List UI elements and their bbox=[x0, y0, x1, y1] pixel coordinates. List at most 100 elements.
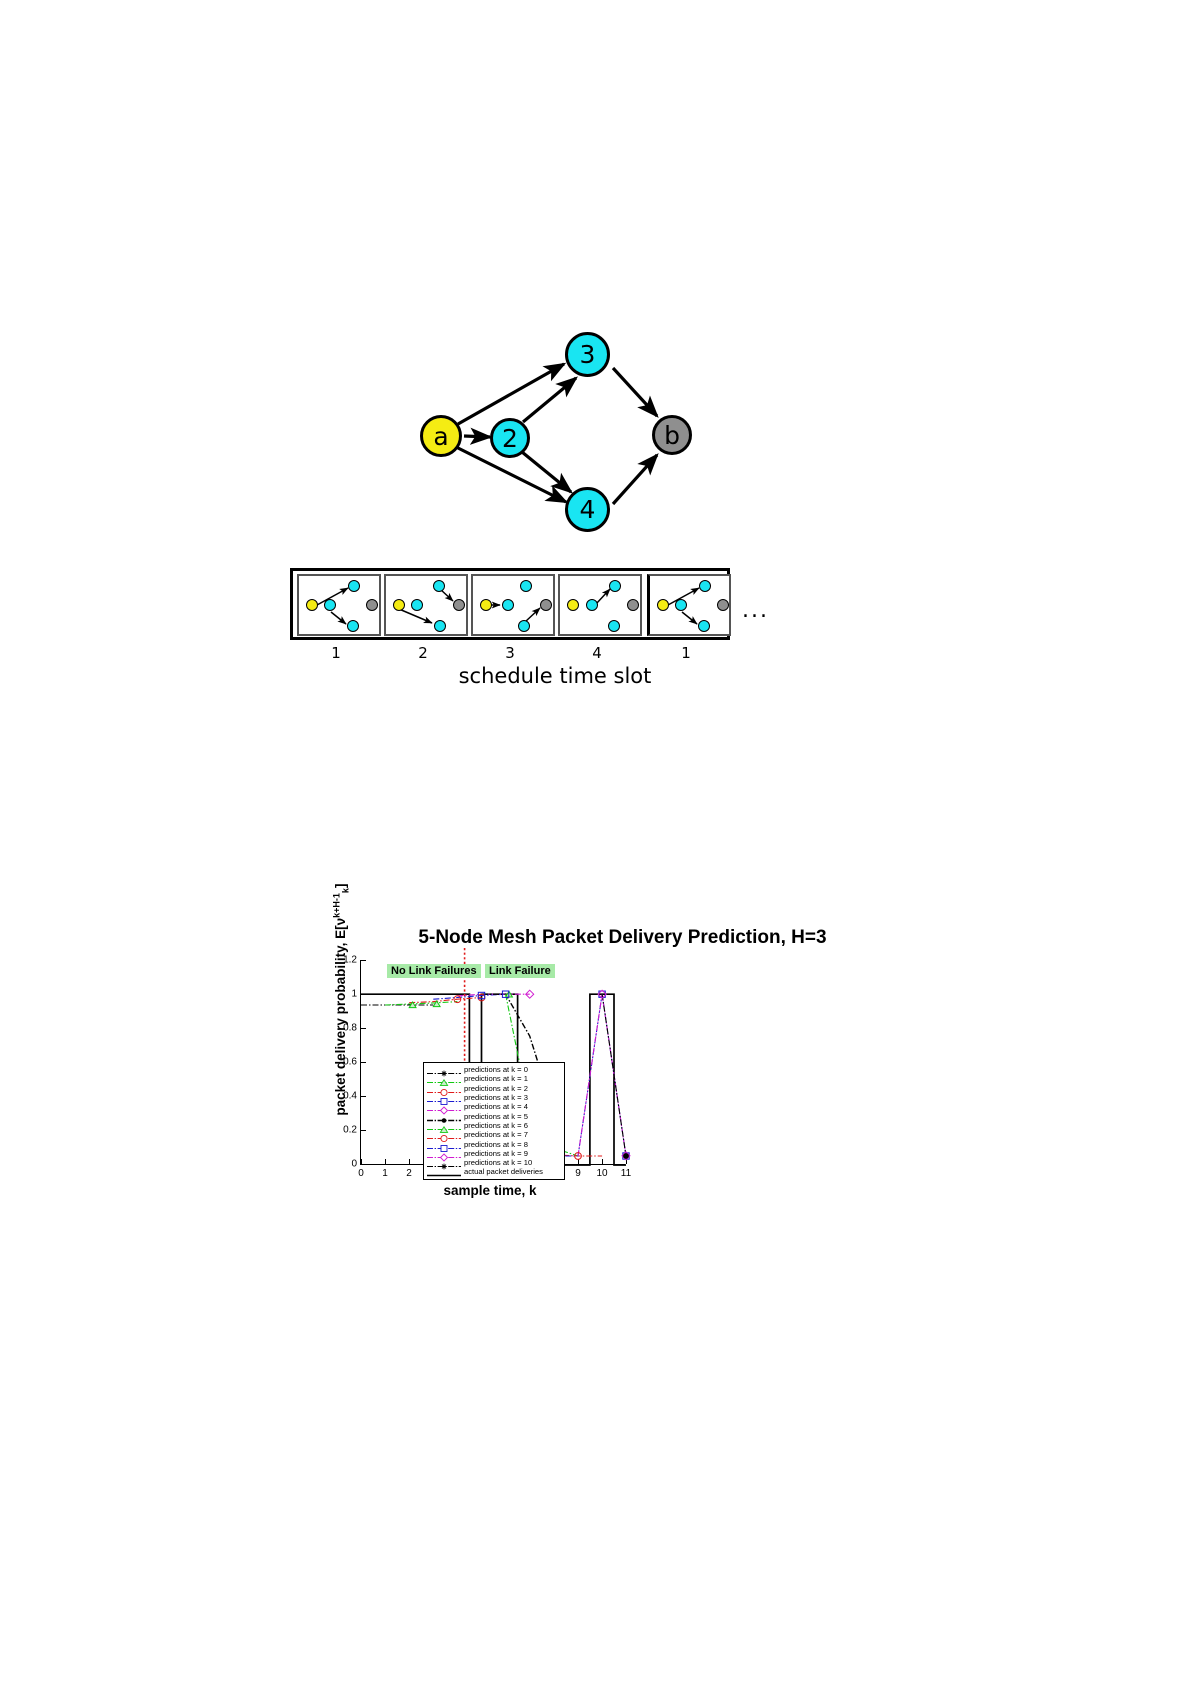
y-tick-label-0: 0 bbox=[351, 1158, 357, 1170]
slot-number-4: 4 bbox=[592, 644, 602, 662]
y-tick-label-1: 1 bbox=[351, 988, 357, 1000]
legend-item-actual-deliveries[interactable]: actual packet deliveries bbox=[426, 1167, 562, 1177]
x-tickmark bbox=[409, 1159, 411, 1164]
x-tickmark bbox=[578, 1159, 580, 1164]
slot-node-b bbox=[717, 599, 729, 611]
network-node-a[interactable]: a bbox=[420, 415, 462, 457]
slot-node-a bbox=[306, 599, 318, 611]
annotation-link-failure: Link Failure bbox=[485, 964, 555, 978]
legend-marker-triangle-green bbox=[426, 1121, 462, 1133]
schedule-slot-1[interactable] bbox=[297, 574, 381, 636]
slot-node-3 bbox=[433, 580, 445, 592]
node-label: b bbox=[664, 420, 680, 450]
slot-node-4 bbox=[434, 620, 446, 632]
chart-legend[interactable]: predictions at k = 0 predictions at k = … bbox=[423, 1062, 565, 1180]
y-tickmark bbox=[361, 1164, 366, 1166]
network-edges bbox=[455, 362, 659, 506]
legend-item-k4[interactable]: predictions at k = 4 bbox=[426, 1102, 562, 1115]
slot-node-a bbox=[567, 599, 579, 611]
series-predictions-k9 bbox=[577, 994, 627, 1157]
legend-label: predictions at k = 6 bbox=[464, 1120, 528, 1130]
slot-node-2 bbox=[586, 599, 598, 611]
legend-marker-star-black bbox=[426, 1065, 462, 1077]
legend-label: predictions at k = 9 bbox=[464, 1148, 528, 1158]
slot-node-4 bbox=[698, 620, 710, 632]
slot-node-3 bbox=[520, 580, 532, 592]
slot-node-3 bbox=[609, 580, 621, 592]
legend-label: predictions at k = 5 bbox=[464, 1111, 528, 1121]
network-node-2[interactable]: 2 bbox=[490, 418, 530, 458]
slot-node-b bbox=[453, 599, 465, 611]
legend-item-k7[interactable]: predictions at k = 7 bbox=[426, 1130, 562, 1143]
ylabel-sup: k+H-1 bbox=[331, 893, 342, 918]
legend-item-k0[interactable]: predictions at k = 0 bbox=[426, 1065, 562, 1077]
slot-node-a bbox=[393, 599, 405, 611]
legend-label: predictions at k = 4 bbox=[464, 1102, 528, 1112]
legend-marker-triangle-green bbox=[426, 1074, 462, 1087]
y-tickmark bbox=[361, 1130, 366, 1132]
legend-label: predictions at k = 1 bbox=[464, 1074, 528, 1084]
x-tick-label-0: 0 bbox=[358, 1168, 364, 1179]
slot-arrows bbox=[667, 587, 700, 625]
network-node-b[interactable]: b bbox=[652, 415, 692, 455]
node-label: 2 bbox=[502, 423, 518, 453]
x-tick-label-11: 11 bbox=[620, 1168, 632, 1179]
legend-item-k1[interactable]: predictions at k = 1 bbox=[426, 1074, 562, 1087]
series-predictions-k10 bbox=[601, 994, 627, 1157]
legend-label: predictions at k = 3 bbox=[464, 1093, 528, 1103]
legend-item-k8[interactable]: predictions at k = 8 bbox=[426, 1139, 562, 1152]
chart-title: 5-Node Mesh Packet Delivery Prediction, … bbox=[418, 927, 827, 948]
slot-node-a bbox=[657, 599, 669, 611]
legend-item-k2[interactable]: predictions at k = 2 bbox=[426, 1083, 562, 1096]
chart-plot-area: 0 0.2 0.4 0.6 0.8 1 1.2 0 1 2 3 4 5 6 7 … bbox=[343, 948, 631, 1180]
legend-marker-square-blue bbox=[426, 1140, 462, 1152]
legend-marker-circle-red bbox=[426, 1130, 462, 1143]
x-tick-label-9: 9 bbox=[575, 1168, 581, 1179]
legend-marker-circle-red bbox=[426, 1084, 462, 1096]
y-tick-label-0.4: 0.4 bbox=[343, 1090, 357, 1102]
slot-number-3: 3 bbox=[505, 644, 515, 662]
slot-node-4 bbox=[347, 620, 359, 632]
network-node-4[interactable]: 4 bbox=[565, 487, 610, 532]
slot-node-b bbox=[627, 599, 639, 611]
slot-node-4 bbox=[518, 620, 530, 632]
schedule-slot-5[interactable] bbox=[647, 574, 731, 636]
legend-item-k9[interactable]: predictions at k = 9 bbox=[426, 1148, 562, 1162]
legend-item-k10[interactable]: predictions at k = 10 bbox=[426, 1158, 562, 1170]
x-tickmark bbox=[385, 1159, 387, 1164]
schedule-slot-2[interactable] bbox=[384, 574, 468, 636]
legend-label: predictions at k = 2 bbox=[464, 1083, 528, 1093]
slot-arrows bbox=[491, 601, 541, 623]
slot-number-1: 1 bbox=[331, 644, 341, 662]
legend-marker-star-black bbox=[426, 1112, 462, 1123]
packet-delivery-chart-figure: 5-Node Mesh Packet Delivery Prediction, … bbox=[300, 884, 900, 1215]
x-tick-label-10: 10 bbox=[596, 1168, 608, 1179]
legend-marker-diamond-magenta bbox=[426, 1102, 462, 1115]
node-label: 3 bbox=[579, 340, 596, 369]
slot-node-2 bbox=[411, 599, 423, 611]
legend-label: predictions at k = 0 bbox=[464, 1065, 528, 1075]
legend-item-k5[interactable]: predictions at k = 5 bbox=[426, 1111, 562, 1123]
legend-marker-star-black bbox=[426, 1158, 462, 1170]
x-tickmark bbox=[361, 1159, 363, 1164]
slot-node-b bbox=[366, 599, 378, 611]
schedule-figure: 1 2 3 4 1 ... schedule time slot bbox=[290, 568, 820, 693]
series-predictions-k2 bbox=[409, 996, 482, 1004]
x-tickmark bbox=[602, 1159, 604, 1164]
schedule-slot-4[interactable] bbox=[558, 574, 642, 636]
legend-marker-solid-black bbox=[426, 1167, 462, 1177]
y-tick-label-1.2: 1.2 bbox=[343, 954, 357, 966]
slot-node-2 bbox=[324, 599, 336, 611]
schedule-slot-3[interactable] bbox=[471, 574, 555, 636]
ylabel-main: packet delivery probability, E[ν bbox=[332, 917, 348, 1116]
legend-item-k3[interactable]: predictions at k = 3 bbox=[426, 1093, 562, 1105]
y-tickmark bbox=[361, 960, 366, 962]
slot-node-2 bbox=[675, 599, 687, 611]
x-tick-label-1: 1 bbox=[382, 1168, 388, 1179]
network-node-3[interactable]: 3 bbox=[565, 332, 610, 377]
slot-node-4 bbox=[608, 620, 620, 632]
y-tickmark bbox=[361, 1062, 366, 1064]
legend-marker-square-blue bbox=[426, 1093, 462, 1105]
network-graph-figure: a 2 3 4 b bbox=[380, 310, 780, 560]
legend-item-k6[interactable]: predictions at k = 6 bbox=[426, 1120, 562, 1133]
